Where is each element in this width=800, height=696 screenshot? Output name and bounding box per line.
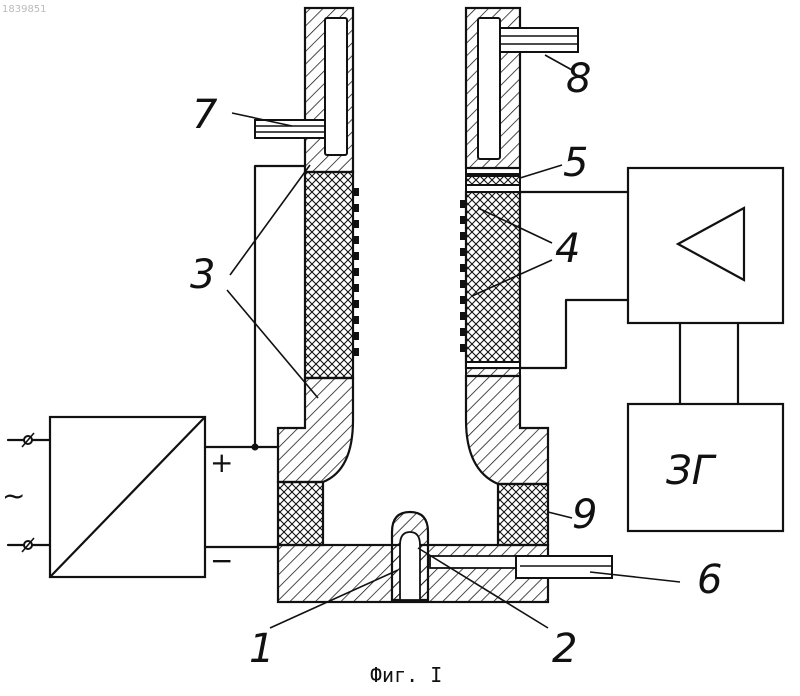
label-2: 2 [552,626,577,672]
gas-inlet-pipe [516,556,612,578]
minus-symbol: − [210,544,233,577]
insulator-ring-right [498,484,548,545]
cross-section-right [466,192,520,368]
insulator-ring-left [278,482,323,545]
label-4: 4 [555,226,580,272]
corner-id: 1839851 [2,4,47,15]
power-supply [8,417,205,577]
label-6: 6 [697,557,722,603]
figure-caption: Фиг. I [370,663,442,687]
cross-section-left [305,172,353,378]
label-7: 7 [192,92,218,138]
label-1: 1 [249,626,274,672]
label-8: 8 [566,56,591,102]
cooling-jacket-left [305,8,353,172]
lower-electrode-left [278,378,353,482]
label-3: 3 [190,252,215,298]
lower-electrode-right [466,376,548,484]
amplifier [628,168,783,323]
label-5: 5 [563,140,588,186]
outlet-pipe [500,28,578,52]
generator-label: ЗГ [666,448,717,494]
inlet-pipe [255,120,325,138]
ac-symbol: ~ [2,479,25,512]
plus-symbol: + [210,446,233,479]
label-9: 9 [572,492,597,538]
